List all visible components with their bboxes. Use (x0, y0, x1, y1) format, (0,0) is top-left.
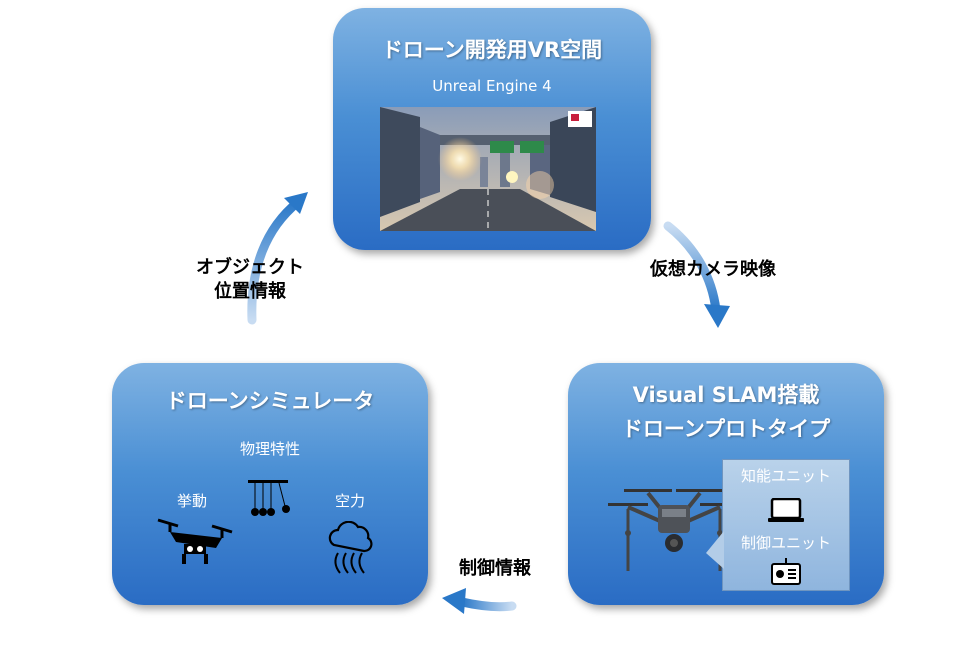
arrow-sim-to-vr (247, 192, 308, 325)
aerodynamics-icon (328, 521, 373, 574)
motion-label: 挙動 (176, 492, 207, 510)
newtons-cradle-icon (248, 480, 290, 516)
arrow-prototype-to-sim (442, 588, 517, 614)
object-position-line2: 位置情報 (214, 281, 286, 302)
vr-space-box: ドローン開発用VR空間 Unreal Engine 4 (333, 8, 651, 250)
object-position-label: オブジェクト 位置情報 (180, 256, 320, 304)
panel-pointer (706, 531, 724, 569)
drone-icon (157, 518, 233, 564)
drone-prototype-box: Visual SLAM搭載 ドローンプロトタイプ 知能ユニット 制御ユニット (568, 363, 884, 605)
controller-icon (771, 558, 801, 585)
object-position-line1: オブジェクト (196, 257, 304, 278)
simulator-title: ドローンシミュレータ (165, 389, 375, 413)
vr-space-title: ドローン開発用VR空間 (381, 38, 603, 62)
aero-label: 空力 (334, 492, 365, 510)
laptop-icon (768, 498, 804, 522)
prototype-title-line1: Visual SLAM搭載 (632, 383, 820, 407)
intelligence-unit-label: 知能ユニット (740, 467, 831, 485)
unit-panel: 知能ユニット 制御ユニット (722, 459, 850, 591)
prototype-title-line2: ドローンプロトタイプ (621, 417, 831, 441)
engine-label: Unreal Engine 4 (432, 77, 552, 95)
vr-screenshot (380, 107, 596, 231)
control-unit-label: 制御ユニット (740, 534, 831, 552)
control-info-label: 制御情報 (459, 558, 531, 579)
arrow-vr-to-prototype (663, 221, 730, 328)
drone-simulator-box: ドローンシミュレータ 物理特性 挙動 空力 (112, 363, 428, 605)
camera-video-label: 仮想カメラ映像 (650, 259, 776, 280)
physics-label: 物理特性 (239, 440, 300, 458)
